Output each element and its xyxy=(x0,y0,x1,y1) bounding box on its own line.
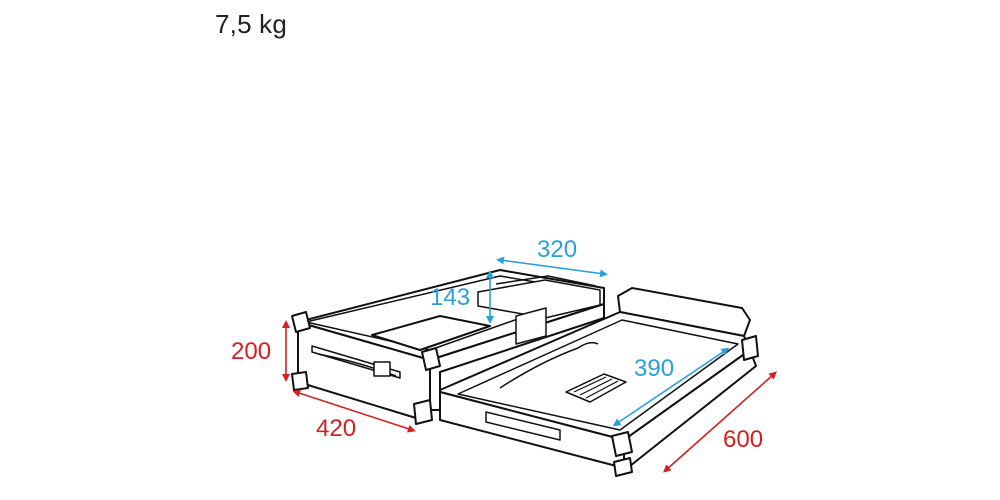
label-width-inner: 320 xyxy=(537,236,577,263)
dimension-arrows xyxy=(282,256,777,473)
label-height-outer: 200 xyxy=(231,338,271,365)
label-height-inner: 143 xyxy=(430,284,470,311)
label-width-outer: 420 xyxy=(316,415,356,442)
arrow-length-inner xyxy=(612,347,730,427)
label-length-inner: 390 xyxy=(634,355,674,382)
case-drawing xyxy=(291,269,759,477)
label-length-outer: 600 xyxy=(723,426,763,453)
arrow-width-inner xyxy=(496,256,608,278)
arrow-width-outer xyxy=(292,389,416,433)
weight-label: 7,5 kg xyxy=(215,9,288,39)
